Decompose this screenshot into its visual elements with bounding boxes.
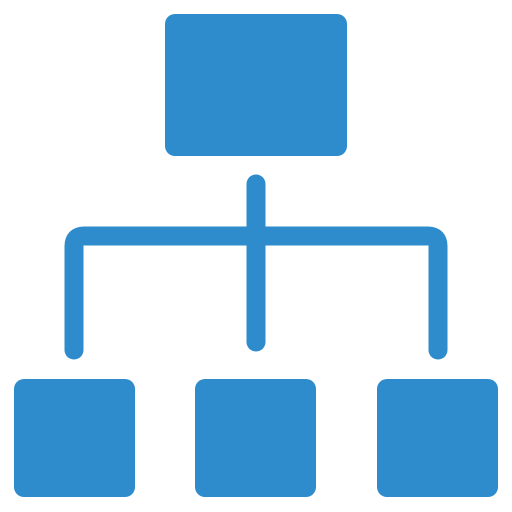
child-node-box-center bbox=[195, 379, 316, 497]
parent-node-box bbox=[165, 14, 347, 156]
child-node-box-right bbox=[377, 379, 498, 497]
connector-branch bbox=[64, 226, 448, 360]
child-node-box-left bbox=[14, 379, 135, 497]
hierarchy-connectors bbox=[64, 174, 448, 360]
